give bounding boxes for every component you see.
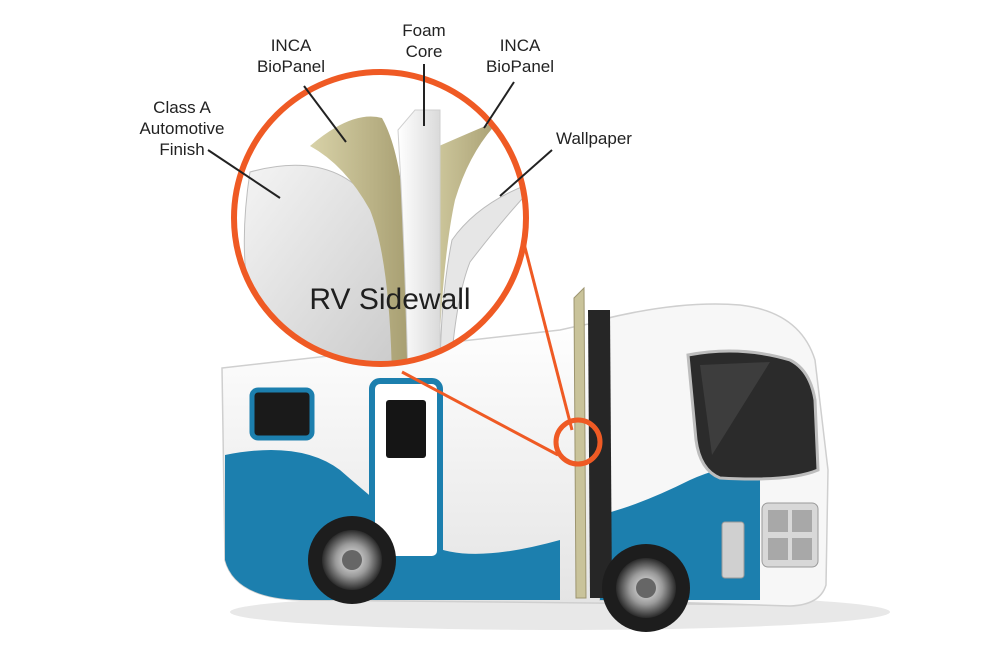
label-biopanel-right-line-2: BioPanel [485,57,555,76]
label-biopanel-left-line-2: BioPanel [256,57,326,76]
callout-title: RV Sidewall [309,283,471,316]
label-finish-line-1: Class A [153,98,211,117]
front-wheel [602,544,690,632]
leader-biopanel-right [483,81,515,129]
grille-cell [792,510,812,532]
layer-foam-core [397,109,441,364]
layer-wallpaper [439,179,526,364]
label-biopanel-left-line-1: INCA [270,36,312,55]
door-window [386,400,426,458]
label-wallpaper-line-1: Wallpaper [556,129,632,148]
label-finish-line-3: Finish [159,140,205,159]
grille-cell [792,538,812,560]
cab-seam [588,310,612,598]
grille-cell [768,510,788,532]
windshield-glare [700,362,770,455]
leader-finish [207,149,281,199]
leader-biopanel-left [303,85,347,143]
callout-ring [231,69,529,367]
sidewall-callout-marker [553,417,603,467]
label-biopanel-right: INCA BioPanel [475,35,565,77]
label-foam-line-2: Core [405,42,443,61]
sidewall-strip [573,286,587,599]
label-foam-line-1: Foam [402,21,446,40]
label-finish-line-2: Automotive [139,119,225,138]
side-window [249,387,315,441]
rear-wheel [308,516,396,604]
label-biopanel-right-line-1: INCA [499,36,541,55]
grille-cell [768,538,788,560]
label-wallpaper: Wallpaper [546,128,642,149]
rv-vehicle [221,286,829,632]
callout-connector-bottom [401,370,559,457]
callout-connector-top [518,227,574,431]
label-foam-core: Foam Core [386,20,462,62]
leader-wallpaper [499,149,553,197]
label-finish: Class A Automotive Finish [132,97,232,160]
sidewall-callout [231,69,529,367]
label-biopanel-left: INCA BioPanel [246,35,336,77]
side-vent [721,521,745,579]
layer-biopanel-left [310,116,408,364]
